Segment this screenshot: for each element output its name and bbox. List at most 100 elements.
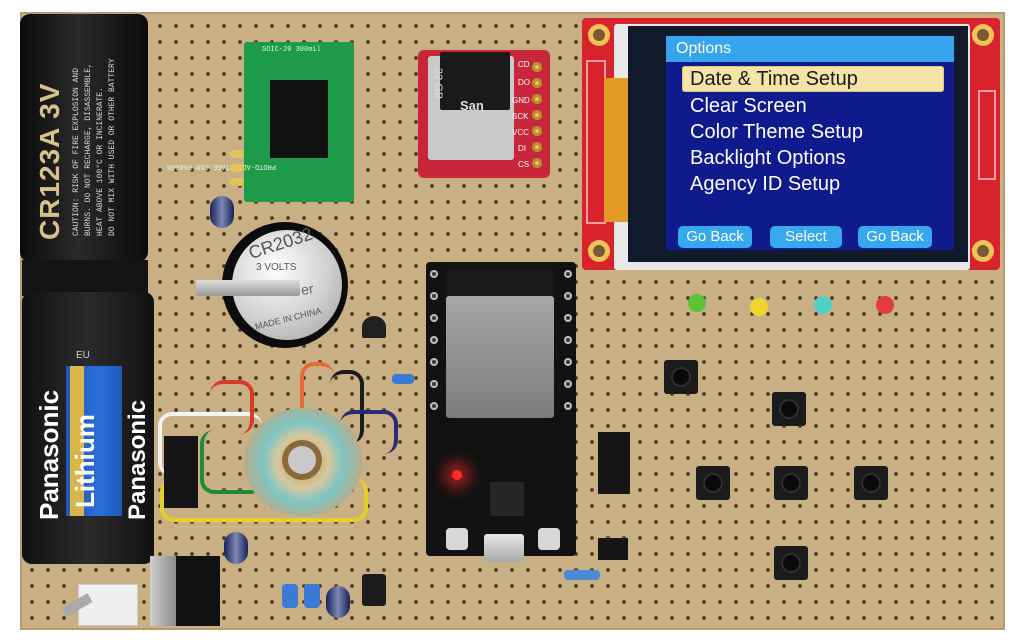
esp-pin	[430, 380, 438, 388]
orange-wire	[300, 362, 334, 426]
battery-brand-label: Panasonic	[34, 389, 64, 520]
esp-pin	[564, 380, 572, 388]
sd-card-capacity: 32 GB	[432, 68, 444, 100]
sd-pin-hole	[532, 78, 542, 88]
sd-pin-label: GND	[512, 96, 530, 105]
green-led	[688, 294, 706, 312]
resistor	[392, 374, 414, 384]
white-wire	[158, 412, 262, 476]
battery-fine-print: BURNS. DO NOT RECHARGE, DISASSEMBLE,	[84, 63, 93, 236]
blue-wire	[340, 410, 398, 454]
mount-hole	[588, 24, 610, 46]
electrolytic-capacitor	[326, 586, 350, 618]
esp-pin	[564, 292, 572, 300]
resistor	[564, 570, 600, 580]
menu-item-agency-id-setup[interactable]: Agency ID Setup	[690, 173, 841, 195]
micro-usb-port[interactable]	[484, 534, 524, 562]
usb-uart-chip	[490, 482, 524, 516]
battery-top-label: CR123A 3V	[34, 82, 65, 240]
esp-pin	[564, 336, 572, 344]
display-pin-header	[586, 60, 606, 224]
left-button[interactable]	[696, 466, 730, 500]
battery-gold-stripe	[70, 366, 84, 516]
menu-item-date-time-setup[interactable]: Date & Time Setup	[690, 68, 858, 90]
red-led	[876, 296, 894, 314]
go-back-button[interactable]: Go Back	[858, 226, 932, 248]
mount-hole	[972, 24, 994, 46]
battery-fine-print: HEAT ABOVE 100°C OR INCINERATE.	[96, 87, 105, 236]
sd-pin-hole	[532, 158, 542, 168]
small-transistor	[362, 574, 386, 606]
esp-pin	[564, 314, 572, 322]
resistor-network-pin	[230, 178, 244, 186]
esp-pin	[430, 336, 438, 344]
sd-pin-label: CS	[518, 160, 530, 169]
battery-fine-print: DO NOT MIX WITH USED OR OTHER BATTERY	[108, 58, 117, 236]
esp-pin	[430, 314, 438, 322]
green-wire	[200, 430, 264, 494]
esp-pin	[564, 358, 572, 366]
esp-pin	[430, 358, 438, 366]
mount-hole	[588, 240, 610, 262]
boot-button[interactable]	[538, 528, 560, 550]
go-back-button[interactable]: Go Back	[678, 226, 752, 248]
mount-hole	[972, 240, 994, 262]
power-switch[interactable]	[78, 584, 138, 626]
menu-item-clear-screen[interactable]: Clear Screen	[690, 95, 807, 117]
resistor-network-pin	[230, 164, 244, 172]
regulator-heat-tab	[150, 556, 176, 626]
black-wire	[330, 370, 364, 444]
button-cap	[783, 475, 799, 491]
soic-side-label: PROTO-ADVANTAGE.COM PA0008	[166, 162, 276, 170]
coin-cell-volts: 3 VOLTS	[256, 262, 297, 273]
jumper-header	[598, 538, 628, 560]
soic-label: SOIC-20 300mil	[262, 46, 321, 54]
right-button[interactable]	[854, 466, 888, 500]
button-cap	[673, 369, 689, 385]
pin-header	[164, 436, 198, 508]
sd-pin-hole	[532, 126, 542, 136]
sd-card	[440, 52, 510, 110]
sd-pin-hole	[532, 142, 542, 152]
electrolytic-capacitor	[210, 196, 234, 228]
cr123a-battery	[20, 14, 148, 262]
select-button[interactable]: Select	[770, 226, 842, 248]
yellow-wire	[160, 478, 368, 522]
esp-pin	[564, 270, 572, 278]
battery-fine-print: CAUTION: RISK OF FIRE EXPLOSION AND	[72, 67, 81, 236]
transistor	[362, 316, 386, 338]
menu-item-backlight-options[interactable]: Backlight Options	[690, 147, 846, 169]
ceramic-capacitor	[282, 584, 298, 608]
sd-card-label: San	[460, 98, 484, 113]
coin-cell-brand: er	[300, 280, 315, 298]
battery-brand-label: Panasonic	[124, 399, 151, 520]
sd-pin-label: VCC	[512, 128, 529, 137]
sd-pin-hole	[532, 110, 542, 120]
soic-chip	[270, 80, 328, 158]
esp32-antenna	[446, 270, 554, 296]
red-wire	[210, 380, 254, 434]
down-button[interactable]	[774, 546, 808, 580]
tactile-button[interactable]	[664, 360, 698, 394]
esp32-module	[446, 296, 554, 418]
center-button[interactable]	[774, 466, 808, 500]
button-cap	[783, 555, 799, 571]
sd-pin-hole	[532, 94, 542, 104]
display-flex-cable	[604, 78, 630, 222]
menu-item-color-theme-setup[interactable]: Color Theme Setup	[690, 121, 864, 143]
up-button[interactable]	[772, 392, 806, 426]
ceramic-capacitor	[304, 584, 320, 608]
sd-pin-hole	[532, 62, 542, 72]
battery-holder	[22, 260, 148, 296]
esp-pin	[430, 402, 438, 410]
esp-pin	[564, 402, 572, 410]
encoder-shaft	[282, 440, 322, 480]
power-led	[452, 470, 462, 480]
reset-button[interactable]	[446, 528, 468, 550]
button-cap	[705, 475, 721, 491]
sd-pin-label: DO	[518, 78, 530, 87]
menu-selection-highlight	[682, 66, 944, 92]
screen-title: Options	[676, 40, 732, 57]
electrolytic-capacitor	[224, 532, 248, 564]
sd-pin-label: CD	[518, 60, 530, 69]
